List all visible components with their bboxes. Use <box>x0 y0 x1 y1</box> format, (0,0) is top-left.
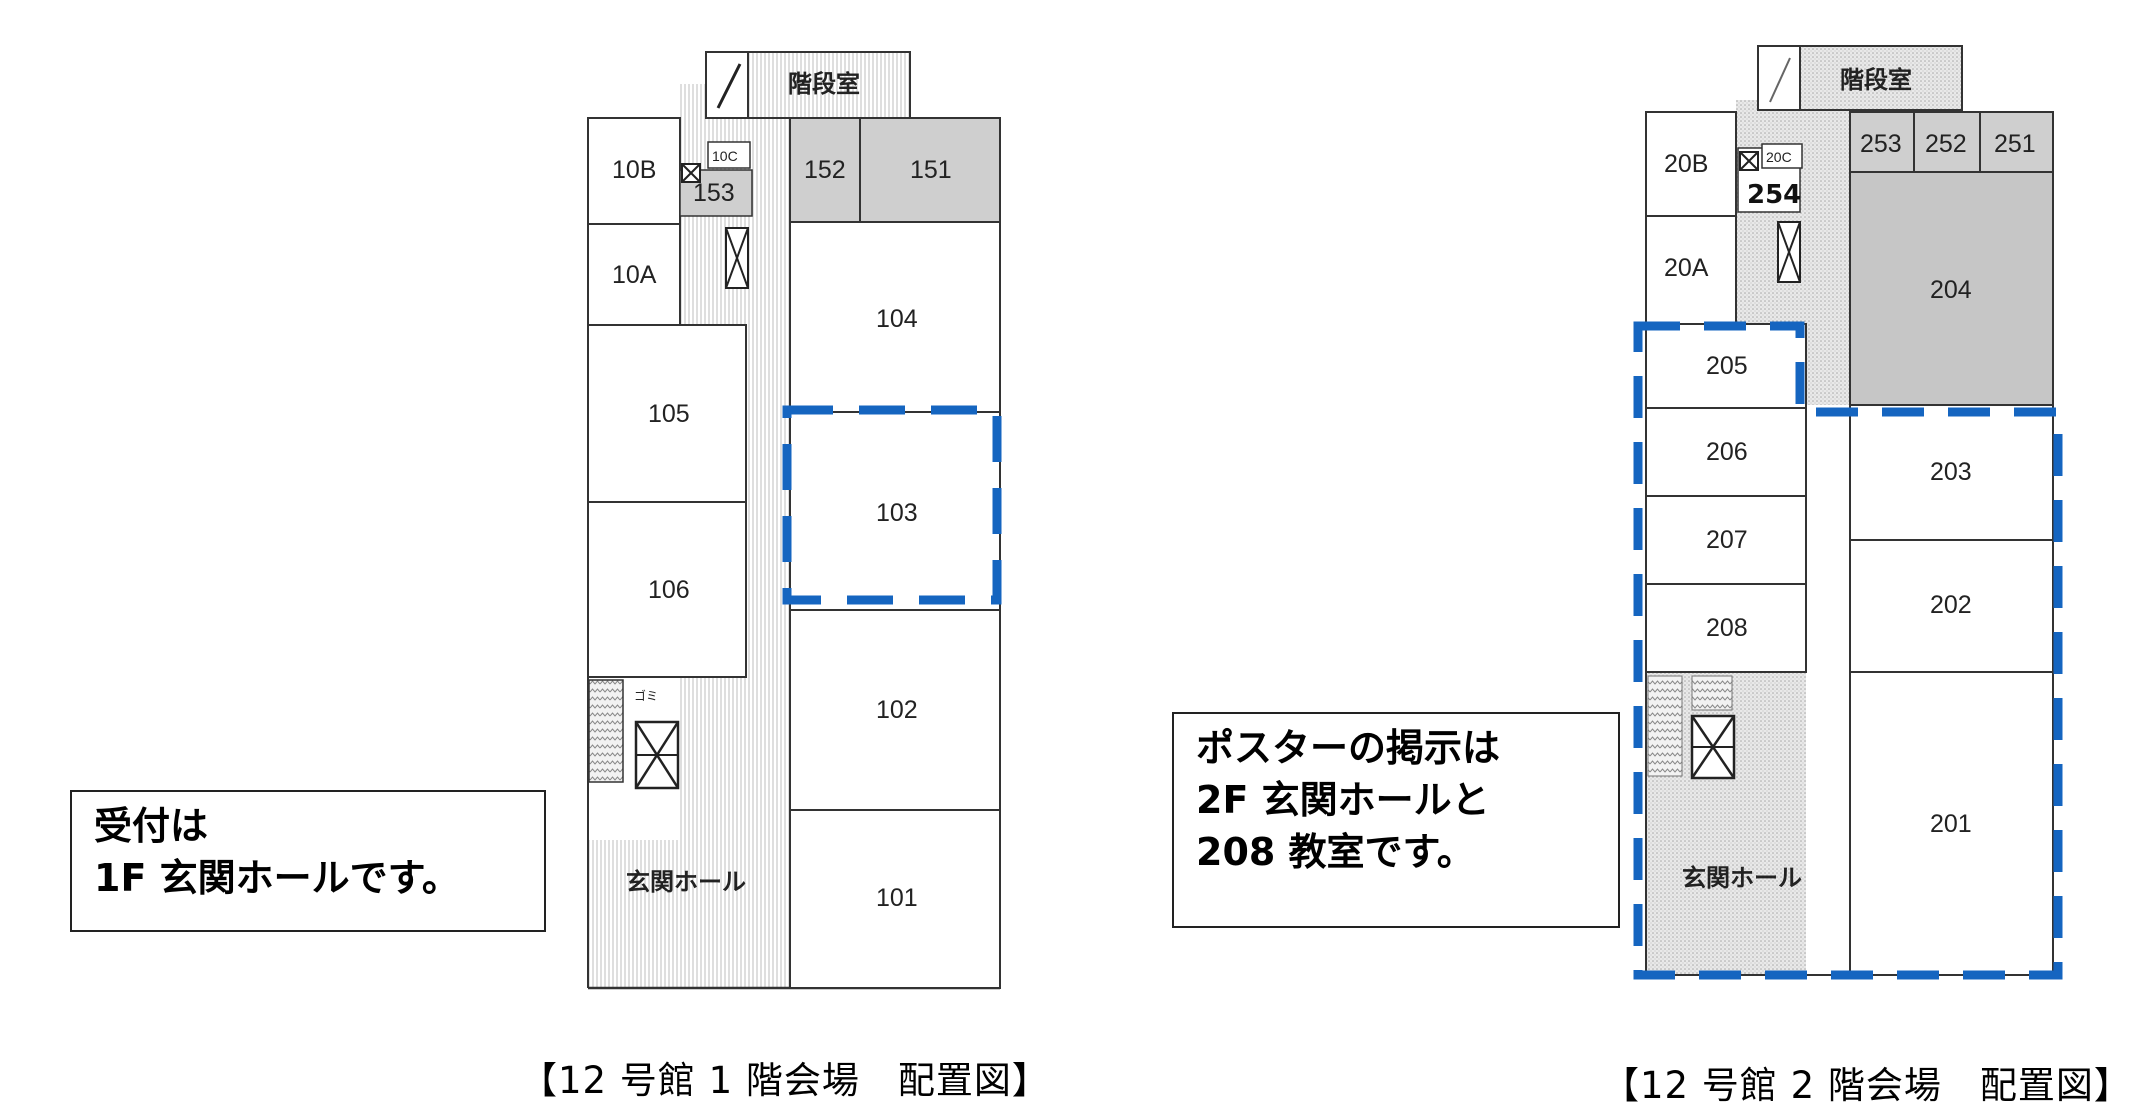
room-20C <box>1761 143 1803 169</box>
svg-text:251: 251 <box>1994 130 2036 158</box>
svg-text:201: 201 <box>1930 810 1972 838</box>
svg-text:205: 205 <box>1706 352 1748 380</box>
svg-text:202: 202 <box>1930 591 1972 619</box>
room-203 <box>1849 404 2054 541</box>
svg-text:10A: 10A <box>612 261 657 289</box>
room-206 <box>1645 407 1807 497</box>
svg-text:207: 207 <box>1706 526 1748 554</box>
room-202 <box>1849 539 2054 673</box>
svg-text:20A: 20A <box>1664 254 1709 282</box>
room-104 <box>789 221 1001 413</box>
room-102 <box>789 609 1001 811</box>
room-101 <box>789 809 1001 989</box>
svg-text:252: 252 <box>1925 130 1967 158</box>
svg-text:208: 208 <box>1706 614 1748 642</box>
svg-text:20B: 20B <box>1664 150 1708 178</box>
floor1-plan: 階段室 10B 153 10C 10A 105 106 ゴミ 玄関ホール <box>587 51 1002 990</box>
floor1-highlight-103 <box>782 405 1002 605</box>
svg-text:206: 206 <box>1706 438 1748 466</box>
svg-text:152: 152 <box>804 156 846 184</box>
room-253 <box>1849 111 1915 173</box>
floor2-caption: 【12 号館 2 階会場 配置図】 <box>1602 1064 2132 1107</box>
svg-text:102: 102 <box>876 696 918 724</box>
room-201 <box>1849 671 2054 976</box>
room-208 <box>1645 583 1807 673</box>
svg-text:10C: 10C <box>712 148 738 164</box>
svg-text:203: 203 <box>1930 458 1972 486</box>
floor1-caption: 【12 号館 1 階会場 配置図】 <box>520 1059 1050 1102</box>
svg-text:ゴミ: ゴミ <box>634 688 658 703</box>
room-151 <box>859 117 1001 223</box>
svg-text:153: 153 <box>693 179 735 207</box>
svg-text:106: 106 <box>648 576 690 604</box>
svg-text:151: 151 <box>910 156 952 184</box>
floor2-hall-label: 玄関ホール <box>1682 864 1802 892</box>
room-205 <box>1645 323 1807 409</box>
room-106 <box>587 501 747 678</box>
room-10C <box>707 141 751 169</box>
svg-text:10B: 10B <box>612 156 656 184</box>
svg-text:105: 105 <box>648 400 690 428</box>
floor1-hall-label: 玄関ホール <box>626 868 746 896</box>
floor1-stair-label: 階段室 <box>788 70 860 98</box>
room-10A <box>587 223 681 326</box>
svg-text:20C: 20C <box>1766 149 1792 165</box>
room-207 <box>1645 495 1807 585</box>
floor1-stair-small <box>588 679 624 783</box>
floor1-callout: 受付は 1F 玄関ホールです。 <box>70 790 546 932</box>
floor2-plan: 階段室 20B 20A 254 20C 205 206 207 208 玄関ホー… <box>1633 45 2063 980</box>
svg-text:204: 204 <box>1930 276 1972 304</box>
room-105 <box>587 324 747 503</box>
floor2-callout: ポスターの掲示は 2F 玄関ホールと 208 教室です。 <box>1172 712 1620 928</box>
floor2-stair-label: 階段室 <box>1840 66 1912 94</box>
svg-text:101: 101 <box>876 884 918 912</box>
floor2-stair-small <box>1647 675 1683 777</box>
svg-text:253: 253 <box>1860 130 1902 158</box>
room-204 <box>1849 171 2054 406</box>
floor2-highlight-area <box>1633 321 2063 980</box>
svg-text:104: 104 <box>876 305 918 333</box>
room-103 <box>789 411 1001 611</box>
room-10B <box>587 117 681 225</box>
svg-text:103: 103 <box>876 499 918 527</box>
svg-text:254: 254 <box>1747 180 1801 210</box>
